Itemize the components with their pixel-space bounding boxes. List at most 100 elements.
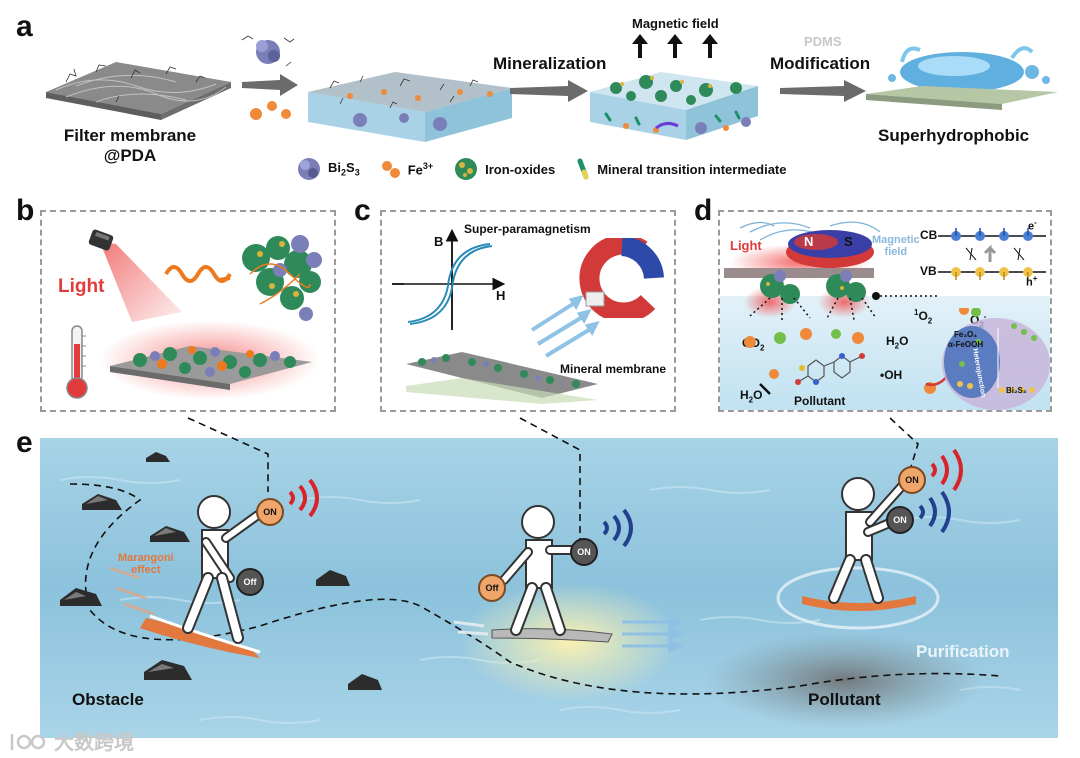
panel-a-letter: a — [16, 10, 33, 43]
fe-particles-d — [744, 308, 981, 395]
marangoni-line1: Marangoni — [118, 552, 174, 564]
hydroxyl-radical-label: •OH — [880, 368, 903, 382]
motion-arrows — [622, 614, 684, 654]
signal-blue-icon-4 — [918, 490, 951, 534]
legend-iron-oxides-text: Iron-oxides — [485, 161, 556, 177]
watermark: 大数跨境 — [8, 726, 134, 755]
filter-membrane-label-line2: @PDA — [103, 145, 157, 165]
modification-label: Modification — [770, 54, 871, 73]
filter-membrane-label: Filter membrane @PDA — [40, 126, 220, 165]
axis-h-label: H — [496, 288, 506, 303]
pollutant-label-d: Pollutant — [794, 394, 846, 408]
legend-fe3: Fe3+ — [380, 158, 433, 180]
superhydrophobic-label: Superhydrophobic — [878, 126, 1030, 145]
legend-fe3-text: Fe3+ — [407, 160, 434, 178]
remote-off-label-2: Off — [485, 583, 499, 593]
electron-label: e- — [1028, 218, 1037, 233]
obstacle-rocks — [60, 452, 382, 690]
filter-membrane-image — [46, 62, 231, 120]
remote-on-label-2: ON — [577, 547, 591, 557]
cb-label: CB — [920, 228, 938, 242]
magnet-n-label: N — [804, 234, 814, 249]
bi2s3-icon — [298, 158, 320, 180]
singlet-oxygen-label: 1O2 — [914, 308, 933, 326]
legend-intermediate-text: Mineral transition intermediate — [597, 161, 787, 177]
reaction-arrows — [749, 292, 940, 321]
remote-off-button-1: Off — [236, 568, 264, 596]
watermark-text: 大数跨境 — [54, 732, 134, 754]
surfer-figure-2 — [453, 505, 613, 643]
remote-on-label-1: ON — [263, 507, 277, 517]
remote-off-button-2: Off — [478, 574, 506, 602]
mineral-membrane-label: Mineral membrane — [560, 362, 667, 376]
remote-on-button-2: ON — [570, 538, 598, 566]
remote-on-button-1: ON — [256, 498, 284, 526]
signal-red-icon-1 — [288, 478, 319, 518]
surfer-figure-1 — [110, 495, 267, 658]
nanoparticle-cluster-image — [164, 235, 322, 321]
remote-on-button-3: ON — [898, 466, 926, 494]
catalyst-particles-image — [760, 270, 866, 304]
magnetic-field-d-line2: field — [884, 246, 908, 258]
superhydrophobic-membrane-image — [866, 46, 1058, 110]
remote-on-label-4: ON — [893, 515, 907, 525]
pdms-label: PDMS — [804, 34, 842, 49]
panel-c-box: B H Super-paramagnetism Mineral membrane — [380, 210, 676, 412]
marangoni-line2: effect — [131, 564, 161, 576]
obstacle-label: Obstacle — [72, 690, 144, 709]
super-paramagnetism-label: Super-paramagnetism — [464, 222, 591, 236]
bi2s3-label-d: Bi₂S₃ — [1006, 386, 1027, 395]
iron-oxides-icon — [455, 158, 478, 180]
magnetic-field-arrows — [632, 34, 718, 58]
horseshoe-magnet-icon — [579, 238, 664, 318]
legend-intermediate: Mineral transition intermediate — [575, 158, 786, 180]
panel-c-letter: c — [354, 194, 371, 227]
watermark-logo-icon — [10, 733, 46, 750]
panel-d-box: N S Light Magnetic field CB VB e- h+ CO — [718, 210, 1052, 412]
legend-bi2s3: Bi2S3 — [296, 156, 360, 182]
bar-magnet-icon — [786, 230, 874, 268]
pollutant-molecule-image — [795, 353, 865, 385]
remote-on-button-4: ON — [886, 506, 914, 534]
mineralization-label: Mineralization — [493, 54, 607, 73]
mineralized-membrane-image — [590, 72, 758, 140]
h2o-label-left: H2O — [740, 388, 763, 405]
panel-a-legend: Bi2S3 Fe3+ Iron-oxides Mineral transitio… — [296, 156, 786, 182]
axis-b-label: B — [434, 234, 444, 249]
legend-bi2s3-text: Bi2S3 — [328, 160, 360, 178]
mineral-membrane-image — [406, 352, 598, 404]
band-structure-diagram — [938, 228, 1046, 280]
heterojunction-diagram — [942, 318, 1050, 410]
fe3o4-label: Fe₃O₄ — [954, 330, 978, 339]
intermediate-icon — [577, 158, 589, 180]
vb-label: VB — [920, 264, 937, 278]
panel-b-light-label: Light — [58, 276, 105, 297]
magnetic-field-label-d: Magnetic field — [872, 234, 920, 258]
bi2s3-reactant-icon — [241, 35, 295, 67]
panel-e-letter: e — [16, 426, 33, 459]
magnetization-curve-diagram — [392, 228, 506, 330]
panel-b-box: Light — [40, 210, 336, 412]
marangoni-effect-label: Marangoni effect — [118, 552, 174, 576]
remote-off-label-1: Off — [243, 577, 257, 587]
signal-blue-icon-2 — [602, 508, 633, 548]
panel-d-light-label: Light — [730, 238, 762, 253]
panel-d-letter: d — [694, 194, 713, 227]
fe3-reactant-icon — [250, 101, 291, 120]
filter-membrane-label-line1: Filter membrane — [63, 126, 197, 145]
process-arrow-1 — [242, 74, 298, 96]
panel-b-letter: b — [16, 194, 35, 227]
pollutant-label-e: Pollutant — [808, 690, 881, 709]
light-source-icon — [88, 229, 182, 322]
magnetic-force-arrows — [530, 295, 600, 358]
purification-label: Purification — [916, 642, 1010, 661]
magnetic-field-label: Magnetic field — [632, 16, 719, 31]
coated-membrane-image — [308, 72, 512, 142]
remote-on-label-3: ON — [905, 475, 919, 485]
thermometer-icon — [66, 325, 88, 399]
feooh-label: α-FeOOH — [948, 340, 984, 349]
legend-iron-oxides: Iron-oxides — [453, 156, 555, 182]
h2o-label-right: H2O — [886, 334, 909, 351]
hole-label: h+ — [1026, 274, 1038, 289]
process-arrow-2 — [510, 80, 588, 102]
